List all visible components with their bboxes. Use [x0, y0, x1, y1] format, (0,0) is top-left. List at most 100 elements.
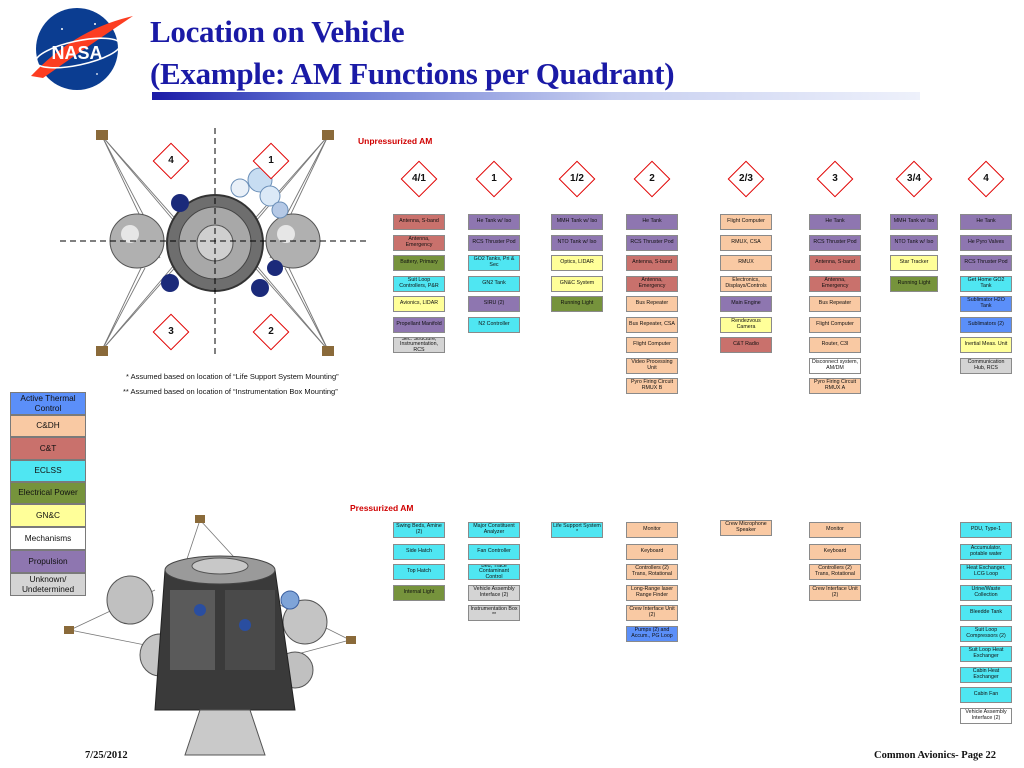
component-box: Avionics, LIDAR: [393, 296, 445, 312]
component-box: C&T Radio: [720, 337, 772, 353]
vehicle-diamond-4-label: 4: [168, 155, 174, 166]
component-box: Cabin Heat Exchanger: [960, 667, 1012, 683]
component-box: Bus Repeater, CSA: [626, 317, 678, 333]
component-box: N2 Controller: [468, 317, 520, 333]
component-box: He Tank: [809, 214, 861, 230]
component-box: Running Light: [890, 276, 938, 292]
column-diamond-label: 3: [832, 173, 838, 184]
component-box: RCS Thruster Pod: [468, 235, 520, 251]
component-box: Crew Interface Unit (2): [626, 605, 678, 621]
component-box: Keyboard: [626, 544, 678, 560]
legend-item: GN&C: [10, 504, 86, 527]
component-box: RCS Thruster Pod: [626, 235, 678, 251]
vehicle-diamond-1-label: 1: [268, 155, 274, 166]
component-box: Flight Computer: [626, 337, 678, 353]
component-box: Cabin Fan: [960, 687, 1012, 703]
component-box: Router, C3I: [809, 337, 861, 353]
component-box: Accumulator, potable water: [960, 544, 1012, 560]
component-box: Flight Computer: [720, 214, 772, 230]
component-box: MMH Tank w/ Iso: [890, 214, 938, 230]
component-box: Crew Interface Unit (2): [809, 585, 861, 601]
component-box: Main Engine: [720, 296, 772, 312]
component-box: Sec. Structure, Instrumentation, RCS: [393, 337, 445, 353]
column-diamond-label: 2/3: [739, 173, 753, 184]
component-box: Bus Repeater: [809, 296, 861, 312]
component-box: Monitor: [626, 522, 678, 538]
component-box: He Tank: [626, 214, 678, 230]
component-box: He Pyro Valves: [960, 235, 1012, 251]
component-box: Sublimator H2O Tank: [960, 296, 1012, 312]
component-box: Side Hatch: [393, 544, 445, 560]
component-box: Life Support System *: [551, 522, 603, 538]
component-box: Rendezvous Camera: [720, 317, 772, 333]
component-box: Inertial Meas. Unit: [960, 337, 1012, 353]
component-box: NTO Tank w/ Iso: [551, 235, 603, 251]
title-underline: [152, 92, 920, 100]
component-box: Suit Loop Compressors (2): [960, 626, 1012, 642]
component-box: Pyro Firing Circuit RMUX A: [809, 378, 861, 394]
legend-item: Mechanisms: [10, 527, 86, 550]
component-box: Fan Controller: [468, 544, 520, 560]
vehicle-top-view: [60, 128, 370, 358]
component-box: PDU, Type-1: [960, 522, 1012, 538]
legend-item: Propulsion: [10, 550, 86, 573]
component-box: RMUX, CSA: [720, 235, 772, 251]
component-box: Urine/Waste Collection: [960, 585, 1012, 601]
component-box: NTO Tank w/ Iso: [890, 235, 938, 251]
component-box: MMH Tank w/ Iso: [551, 214, 603, 230]
page-title-line1: Location on Vehicle: [150, 14, 405, 49]
component-box: Top Hatch: [393, 564, 445, 580]
column-diamond-label: 1/2: [570, 173, 584, 184]
component-box: Bleedde Tank: [960, 605, 1012, 621]
legend-item: ECLSS: [10, 460, 86, 482]
vehicle-diamond-3-label: 3: [168, 326, 174, 337]
component-box: GN&C System: [551, 276, 603, 292]
component-box: He Tank: [960, 214, 1012, 230]
component-box: Flight Computer: [809, 317, 861, 333]
component-box: RCS Thruster Pod: [960, 255, 1012, 271]
component-box: Controllers (2) Trans, Rotational: [809, 564, 861, 580]
component-box: Instrumentation Box **: [468, 605, 520, 621]
column-diamond-label: 4: [983, 173, 989, 184]
component-box: Electronics, Displays/Controls: [720, 276, 772, 292]
component-box: Controllers (2) Trans, Rotational: [626, 564, 678, 580]
note-instrumentation: ** Assumed based on location of “Instrum…: [123, 387, 338, 396]
footer-page: Common Avionics- Page 22: [874, 750, 997, 761]
component-box: Antenna, S-band: [809, 255, 861, 271]
column-diamond-label: 1: [491, 173, 497, 184]
component-box: Long-Range laser Range Finder: [626, 585, 678, 601]
vehicle-pressurized-view: [64, 515, 356, 756]
component-box: Battery, Primary: [393, 255, 445, 271]
component-box: Swing Beds, Amine (2): [393, 522, 445, 538]
section-label-pressurized: Pressurized AM: [350, 503, 414, 513]
component-box: Bed, Trace Contaminant Control: [468, 564, 520, 580]
component-box: Star Tracker: [890, 255, 938, 271]
component-box: Running Light: [551, 296, 603, 312]
component-box: Suit Loop Heat Exchanger: [960, 646, 1012, 662]
component-box: Bus Repeater: [626, 296, 678, 312]
component-box: SIRU (2): [468, 296, 520, 312]
component-box: GN2 Tank: [468, 276, 520, 292]
component-box: Video Processing Unit: [626, 358, 678, 374]
component-box: Antenna, S-band: [626, 255, 678, 271]
component-box: Keyboard: [809, 544, 861, 560]
component-box: RMUX: [720, 255, 772, 271]
component-box: Sublimators (2): [960, 317, 1012, 333]
legend-item: Electrical Power: [10, 482, 86, 504]
component-box: Disconnect system, AM/DM: [809, 358, 861, 374]
component-box: Monitor: [809, 522, 861, 538]
component-box: Antenna, Emergency: [393, 235, 445, 251]
component-box: GO2 Tanks, Pri & Sec: [468, 255, 520, 271]
legend-item: C&DH: [10, 415, 86, 437]
note-life-support: * Assumed based on location of “Life Sup…: [126, 372, 339, 381]
component-box: Antenna, Emergency: [626, 276, 678, 292]
component-box: Major Constituent Analyzer: [468, 522, 520, 538]
legend-item: C&T: [10, 437, 86, 460]
column-diamond-label: 3/4: [907, 173, 921, 184]
component-box: RCS Thruster Pod: [809, 235, 861, 251]
component-box: He Tank w/ Iso: [468, 214, 520, 230]
component-box: Communication Hub, RCS: [960, 358, 1012, 374]
component-box: Pumps (2) and Accum., PG Loop: [626, 626, 678, 642]
component-box: Heat Exchanger, LCG Loop: [960, 564, 1012, 580]
component-box: Antenna, S-band: [393, 214, 445, 230]
